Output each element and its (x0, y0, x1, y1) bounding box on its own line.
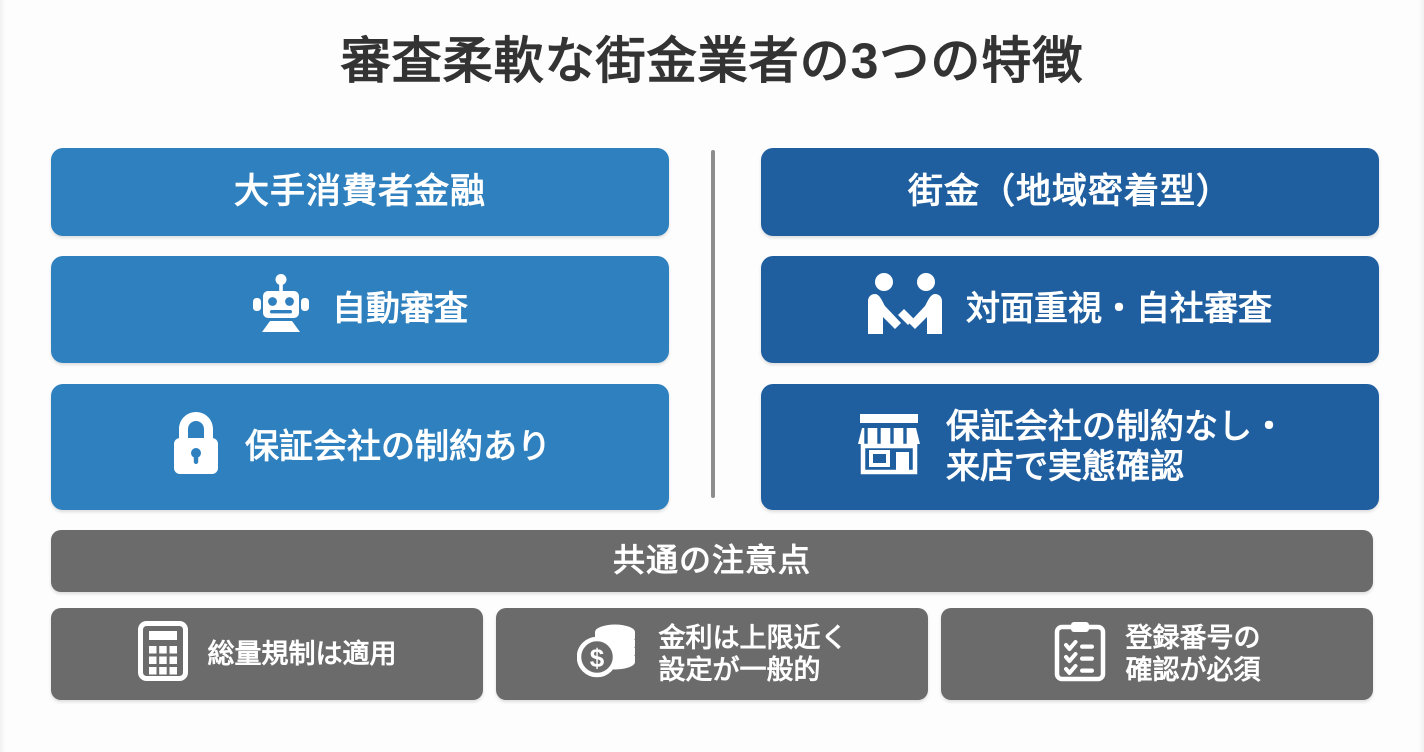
left-item-automatic-screening: 自動審査 (51, 256, 669, 363)
calculator-icon (137, 620, 188, 688)
common-item-registration-number-check-label: 登録番号の 確認が必須 (1125, 622, 1261, 685)
left-column-header-label: 大手消費者金融 (233, 172, 486, 212)
common-item-interest-near-cap: $ 金利は上限近く 設定が一般的 (496, 608, 928, 700)
left-item-guarantor-restriction: 保証会社の制約あり (51, 384, 669, 510)
right-column-header: 街金（地域密着型） (761, 148, 1379, 236)
page-title: 審査柔軟な街金業者の3つの特徴 (340, 33, 1084, 89)
left-column-header: 大手消費者金融 (51, 148, 669, 236)
right-item-face-to-face-screening-label: 対面重視・自社審査 (966, 290, 1272, 329)
page-edge-left (0, 0, 6, 752)
common-notes-row: 総量規制は適用 (51, 608, 1373, 700)
column-local-moneylender: 街金（地域密着型） 対面重視・自社審査 (761, 148, 1379, 510)
common-notes-banner-label: 共通の注意点 (612, 542, 811, 579)
lock-icon (169, 410, 223, 485)
page-edge-right (1418, 0, 1424, 752)
column-divider (711, 150, 715, 498)
right-item-no-guarantor-visit-check-label: 保証会社の制約なし・ 来店で実態確認 (946, 407, 1286, 486)
common-notes-banner: 共通の注意点 (51, 530, 1373, 592)
storefront-icon (854, 408, 924, 487)
left-item-guarantor-restriction-label: 保証会社の制約あり (245, 427, 551, 466)
common-item-registration-number-check: 登録番号の 確認が必須 (941, 608, 1373, 700)
coins-icon: $ (576, 623, 639, 686)
right-item-face-to-face-screening: 対面重視・自社審査 (761, 256, 1379, 363)
column-major-consumer-finance: 大手消費者金融 自動審査 (51, 148, 669, 510)
robot-icon (252, 274, 310, 345)
right-item-no-guarantor-visit-check: 保証会社の制約なし・ 来店で実態確認 (761, 384, 1379, 510)
common-item-total-volume-regulation-label: 総量規制は適用 (207, 638, 397, 669)
common-item-total-volume-regulation: 総量規制は適用 (51, 608, 483, 700)
clipboard-checklist-icon (1054, 620, 1106, 689)
svg-text:$: $ (589, 643, 604, 673)
handshake-icon (868, 272, 944, 347)
right-column-header-label: 街金（地域密着型） (907, 172, 1232, 212)
common-item-interest-near-cap-label: 金利は上限近く 設定が一般的 (658, 622, 848, 685)
left-item-automatic-screening-label: 自動審査 (332, 290, 468, 329)
